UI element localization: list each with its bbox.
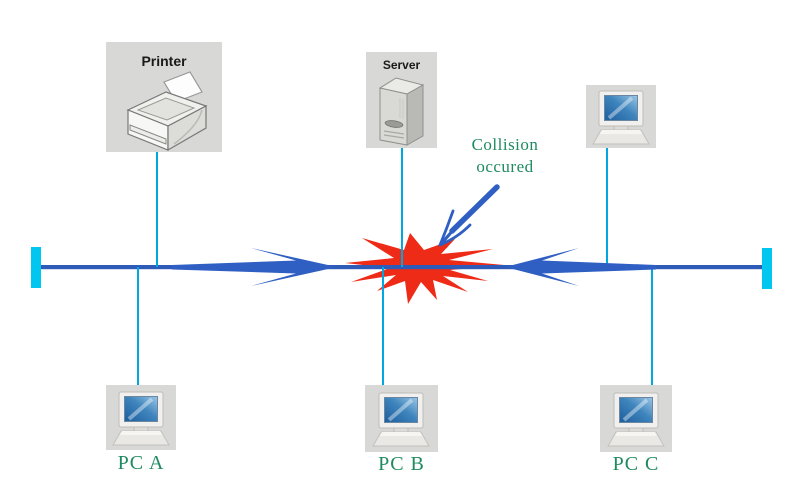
- bus-terminator-right: [762, 248, 772, 289]
- workstation-node: [586, 85, 656, 148]
- pc-a-node: [106, 385, 176, 450]
- bus-cable: [41, 265, 763, 270]
- server-node: Server: [366, 52, 437, 148]
- printer-label: Printer: [141, 53, 187, 69]
- annotation-arrow: [438, 184, 500, 247]
- pc-a-label: PC A: [117, 452, 165, 474]
- pc-b-node: [365, 385, 438, 452]
- printer-node: Printer: [106, 42, 222, 152]
- pc-c-label: PC C: [612, 453, 660, 475]
- pc-c-node: [600, 385, 672, 452]
- computer-icon: [372, 392, 430, 447]
- traffic-arrow-right: [505, 248, 656, 286]
- annotation-line-1: Collision: [471, 135, 539, 154]
- printer-icon: [126, 71, 208, 152]
- computer-icon: [607, 392, 665, 447]
- server-icon: [378, 77, 425, 146]
- traffic-arrow-left: [172, 248, 337, 286]
- bus-terminator-left: [31, 247, 41, 288]
- pc-b-label: PC B: [378, 453, 425, 475]
- computer-icon: [112, 391, 170, 446]
- annotation-line-2: occured: [476, 157, 534, 177]
- computer-icon: [592, 90, 650, 145]
- collision-annotation: Collision occured: [443, 134, 567, 179]
- server-label: Server: [382, 58, 421, 72]
